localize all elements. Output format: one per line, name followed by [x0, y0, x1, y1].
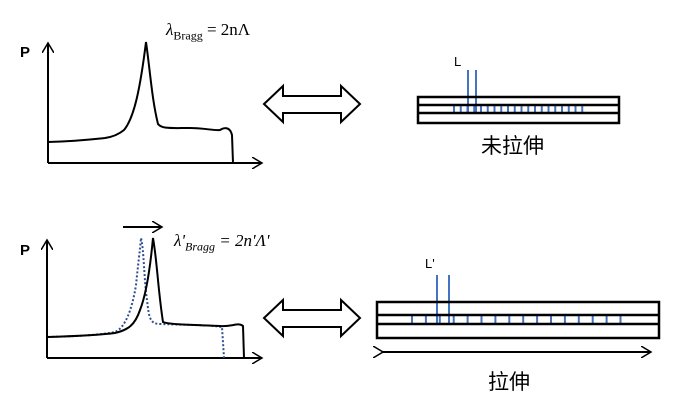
bottom-caption: 拉伸: [488, 370, 530, 394]
double-arrow-bottom: [262, 297, 362, 339]
fiber-stretched: [377, 275, 661, 352]
formula-rhs: = 2n'Λ': [215, 231, 270, 250]
top-period-label: L: [454, 54, 462, 69]
double-arrow-top: [262, 83, 362, 125]
top-y-axis-label: P: [20, 44, 31, 61]
top-spectrum-chart: [48, 42, 262, 163]
original-spectrum-dotted: [47, 237, 225, 359]
bottom-spectrum-chart: [47, 227, 262, 358]
formula-rhs: = 2nΛ: [202, 20, 251, 39]
top-spectrum-curve: [47, 41, 234, 164]
top-caption: 未拉伸: [481, 134, 544, 158]
formula-lambda: λ: [166, 20, 174, 39]
bottom-bragg-formula: λ'Bragg = 2n'Λ': [174, 231, 270, 254]
formula-lambda: λ': [174, 231, 185, 250]
formula-sub: Bragg: [173, 28, 203, 43]
formula-sub: Bragg: [185, 239, 215, 254]
bottom-y-axis-label: P: [20, 242, 31, 259]
bottom-period-label: L': [425, 256, 435, 271]
shifted-spectrum-solid: [47, 237, 245, 359]
fiber-unstretched: [416, 70, 621, 125]
top-bragg-formula: λBragg = 2nΛ: [166, 20, 250, 43]
